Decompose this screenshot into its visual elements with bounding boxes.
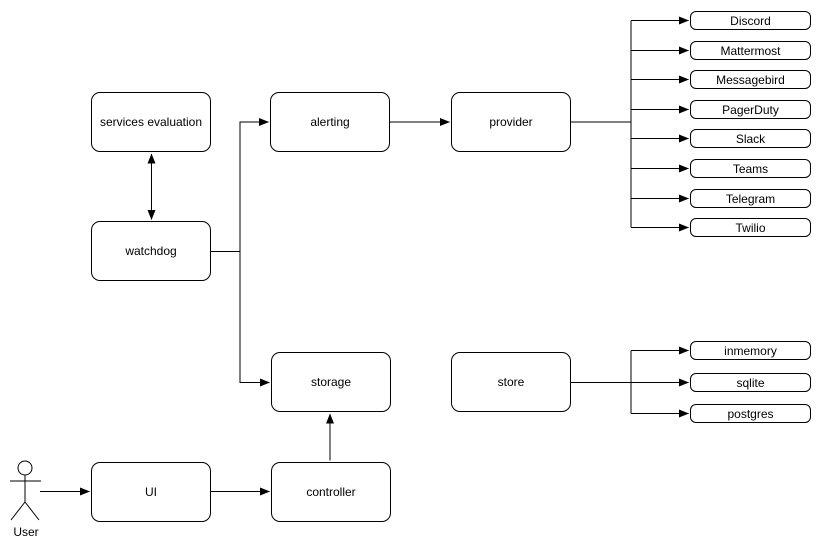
node-provider[interactable]: provider	[451, 92, 571, 152]
node-inmemory[interactable]: inmemory	[690, 341, 811, 360]
node-pagerduty[interactable]: PagerDuty	[690, 100, 811, 119]
node-controller[interactable]: controller	[271, 462, 391, 522]
node-slack[interactable]: Slack	[690, 129, 811, 148]
node-label: alerting	[310, 115, 350, 129]
node-label: Discord	[730, 13, 771, 28]
edge-watchdog-storage	[239, 251, 270, 387]
node-label: store	[497, 375, 525, 389]
node-label: storage	[310, 375, 352, 389]
node-alerting[interactable]: alerting	[270, 92, 390, 152]
node-sqlite[interactable]: sqlite	[690, 373, 811, 392]
node-label: PagerDuty	[722, 102, 779, 117]
node-label: provider	[489, 115, 533, 129]
node-mattermost[interactable]: Mattermost	[690, 41, 811, 60]
node-label: services evaluation	[99, 115, 203, 129]
node-label: UI	[145, 485, 157, 499]
node-label: Slack	[735, 131, 766, 146]
node-label: Twilio	[735, 220, 766, 235]
user-actor-label: User	[13, 525, 39, 539]
node-label: controller	[306, 485, 356, 499]
node-postgres[interactable]: postgres	[690, 404, 811, 423]
node-label: Messagebird	[716, 72, 785, 87]
node-watchdog[interactable]: watchdog	[91, 221, 211, 281]
edge-provider-targets	[571, 16, 689, 232]
node-services-evaluation[interactable]: services evaluation	[91, 92, 211, 152]
user-actor-icon[interactable]	[10, 460, 41, 521]
node-twilio[interactable]: Twilio	[690, 218, 811, 237]
node-teams[interactable]: Teams	[690, 159, 811, 178]
node-label: watchdog	[125, 244, 177, 258]
node-ui[interactable]: UI	[91, 462, 211, 522]
node-label: postgres	[727, 406, 774, 421]
node-messagebird[interactable]: Messagebird	[690, 70, 811, 89]
node-label: Mattermost	[720, 43, 781, 58]
node-label: sqlite	[736, 375, 765, 390]
edge-watchdog-alerting	[239, 118, 269, 252]
node-telegram[interactable]: Telegram	[690, 189, 811, 208]
node-storage[interactable]: storage	[271, 352, 391, 412]
node-discord[interactable]: Discord	[690, 11, 811, 30]
edge-store-targets	[571, 346, 689, 418]
node-store[interactable]: store	[451, 352, 571, 412]
node-label: Teams	[732, 161, 769, 176]
node-label: Telegram	[725, 191, 776, 206]
node-label: inmemory	[724, 343, 777, 358]
